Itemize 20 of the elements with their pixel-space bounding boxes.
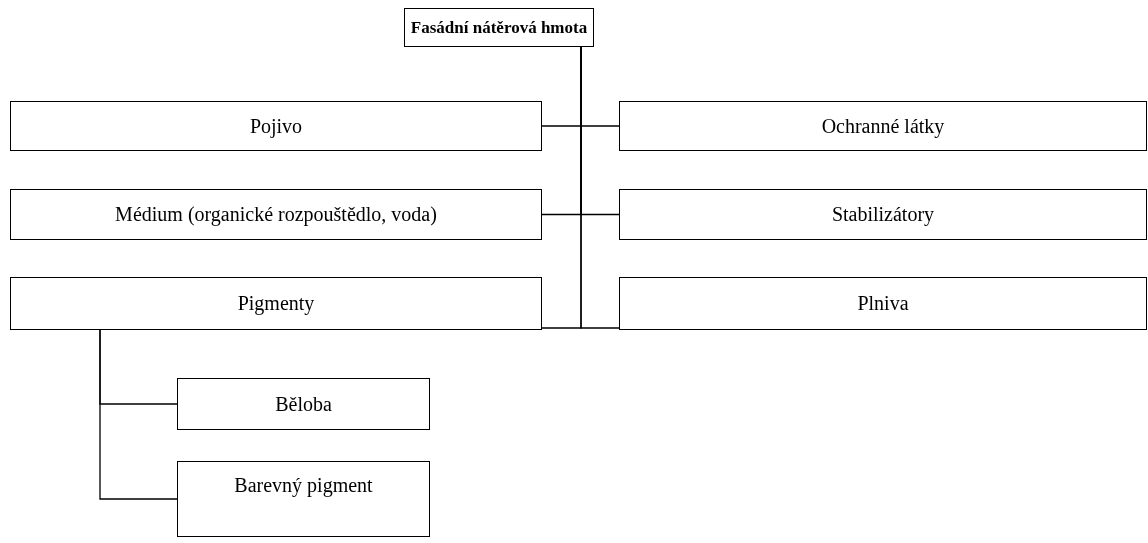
text-box bbox=[177, 378, 430, 430]
text-box bbox=[10, 277, 542, 330]
text-box bbox=[177, 461, 430, 537]
text-box bbox=[10, 101, 542, 151]
node-label: Ochranné látky bbox=[821, 114, 945, 138]
node-label: Pojivo bbox=[249, 114, 303, 138]
node-label: Pigmenty bbox=[237, 292, 315, 315]
text-box bbox=[10, 189, 542, 240]
text-box bbox=[619, 189, 1147, 240]
connector-line bbox=[580, 46, 620, 329]
connector-line bbox=[99, 329, 178, 500]
text-box bbox=[619, 277, 1147, 330]
node-label: Běloba bbox=[275, 392, 332, 416]
node-label: Plniva bbox=[857, 292, 909, 315]
text-box bbox=[404, 8, 594, 47]
node-label: Barevný pigment bbox=[234, 474, 373, 497]
node-label: Stabilizátory bbox=[831, 203, 935, 226]
node-label: Fasádní nátěrová hmota bbox=[410, 17, 588, 38]
text-box bbox=[619, 101, 1147, 151]
node-label: Médium (organické rozpouštědlo, voda) bbox=[115, 203, 437, 226]
